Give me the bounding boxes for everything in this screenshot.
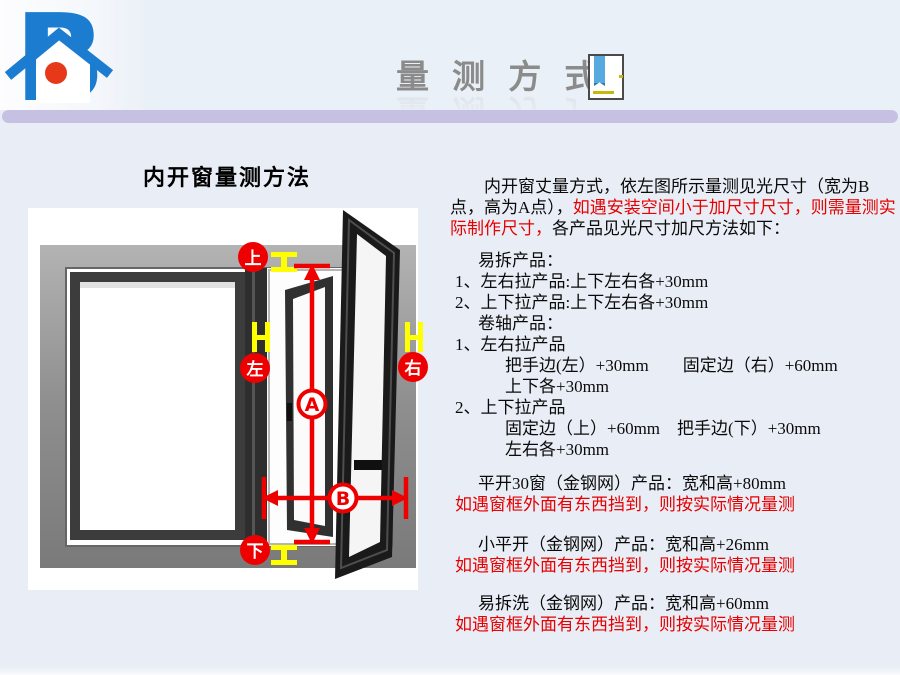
section-heading: 内开窗量测方法	[143, 165, 312, 190]
product-warning: 如遇窗框外面有东西挡到，则按实际情况量测	[455, 556, 795, 575]
block-title: 易拆产品：	[478, 251, 563, 270]
fixed-sash-glass	[80, 282, 235, 530]
bottom-edge	[0, 667, 900, 675]
product-detail: 把手边(左）+30mm 固定边（右）+60mm	[505, 356, 838, 375]
product-detail: 左右各+30mm	[505, 440, 610, 459]
company-logo-b-house-icon: B	[4, 0, 114, 129]
arrow-right-head	[392, 490, 408, 506]
easy-wash-block: 易拆洗（金钢网）产品：宽和高+60mm 如遇窗框外面有东西挡到，则按实际情况量测	[450, 593, 898, 635]
title-wrap: 量 测 方 式 量 测 方 式	[396, 50, 605, 130]
product-detail: 固定边（上）+60mm 把手边(下）+30mm	[505, 419, 821, 438]
label-B-circle	[327, 482, 359, 514]
label-right: 右	[405, 358, 422, 378]
page-title: 量 测 方 式	[396, 58, 605, 95]
mullion-highlight	[252, 268, 255, 546]
book-tick	[619, 75, 623, 78]
product-warning: 如遇窗框外面有东西挡到，则按实际情况量测	[455, 495, 795, 514]
arrow-down-head	[304, 528, 320, 544]
label-left-circle	[240, 353, 270, 383]
intro-text-red: 如遇安装空间小于加尺寸尺寸，则需量测实际制作尺寸，	[450, 198, 896, 238]
window-measure-diagram: A B 上 左 右 下	[28, 208, 438, 590]
label-B: B	[336, 488, 350, 510]
inner-sash-handle	[287, 403, 292, 421]
label-right-circle	[398, 352, 428, 382]
open-sash-profile	[339, 218, 396, 570]
product-line: 1、左右拉产品:上下左右各+30mm	[455, 272, 709, 291]
intro-text-2: 各产品见光尺寸加尺方法如下：	[552, 219, 790, 238]
product-line: 小平开（金钢网）产品：宽和高+26mm	[478, 535, 770, 554]
window-handle	[354, 460, 382, 470]
book-underline	[593, 91, 614, 94]
intro-text-1: 内开窗丈量方式，依左图所示量测见光尺寸（宽为B点，高为A点），	[450, 177, 870, 217]
logo-red-dot	[45, 62, 67, 84]
measure-mark-top	[271, 252, 297, 272]
label-top-circle	[238, 242, 268, 272]
header: B 量 测 方 式 量 测 方 式	[0, 0, 900, 130]
label-A-circle	[296, 388, 328, 420]
label-left: 左	[247, 359, 264, 379]
measure-mark-left	[252, 322, 270, 352]
intro-paragraph: 内开窗丈量方式，依左图所示量测见光尺寸（宽为B点，高为A点），如遇安装空间小于加…	[450, 176, 898, 239]
product-line: 2、上下拉产品	[455, 398, 566, 417]
product-line: 平开30窗（金钢网）产品：宽和高+80mm	[478, 474, 787, 493]
logo-house-roof	[4, 27, 114, 80]
label-bottom-circle	[240, 535, 270, 565]
divider-bar	[2, 110, 898, 123]
instructions: 内开窗丈量方式，依左图所示量测见光尺寸（宽为B点，高为A点），如遇安装空间小于加…	[450, 176, 898, 635]
book-icon	[588, 54, 624, 100]
casement30-block: 平开30窗（金钢网）产品：宽和高+80mm 如遇窗框外面有东西挡到，则按实际情况…	[450, 473, 898, 515]
product-detail: 上下各+30mm	[505, 377, 610, 396]
arrow-left-head	[262, 490, 278, 506]
book-bookmark	[594, 56, 605, 86]
arrow-up-head	[304, 264, 320, 280]
label-bottom: 下	[247, 542, 264, 561]
glass-shading	[80, 282, 235, 288]
product-line: 易拆洗（金钢网）产品：宽和高+60mm	[478, 594, 770, 613]
measure-mark-right	[405, 322, 423, 352]
easy-remove-block: 易拆产品： 1、左右拉产品:上下左右各+30mm 2、上下拉产品:上下左右各+3…	[450, 250, 898, 313]
product-warning: 如遇窗框外面有东西挡到，则按实际情况量测	[455, 615, 795, 634]
small-casement-block: 小平开（金钢网）产品：宽和高+26mm 如遇窗框外面有东西挡到，则按实际情况量测	[450, 534, 898, 576]
block-title: 卷轴产品：	[478, 314, 563, 333]
open-sash-glass	[349, 234, 386, 557]
product-line: 2、上下拉产品:上下左右各+30mm	[455, 293, 709, 312]
measure-mark-bottom	[271, 545, 297, 565]
product-line: 1、左右拉产品	[455, 335, 566, 354]
label-top: 上	[245, 249, 262, 268]
roller-block: 卷轴产品： 1、左右拉产品 把手边(左）+30mm 固定边（右）+60mm 上下…	[450, 313, 898, 460]
label-A: A	[305, 394, 320, 416]
